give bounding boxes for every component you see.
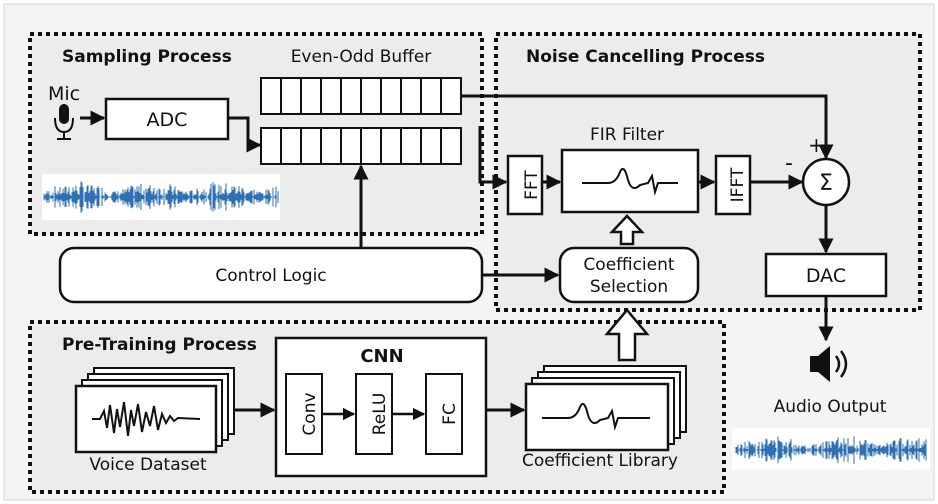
buffer-cell	[320, 127, 342, 165]
mic-waveform	[43, 181, 279, 213]
buffer-cell	[380, 77, 402, 115]
dac-box	[764, 252, 888, 298]
pretraining-title: Pre-Training Process	[62, 335, 257, 355]
buffer-cell	[260, 127, 282, 165]
ifft-label: IFFT	[728, 167, 748, 202]
fir-response-icon	[582, 167, 678, 196]
fft-box	[506, 154, 544, 216]
coefficient-library-label: Coefficient Library	[522, 451, 678, 471]
buffer-cell	[420, 77, 442, 115]
noise-cancelling-title: Noise Cancelling Process	[526, 47, 765, 67]
adc-box	[104, 97, 230, 141]
ifft-box	[714, 154, 752, 216]
cnn-label: CNN	[360, 346, 403, 367]
mic-label: Mic	[48, 83, 80, 105]
speaker-icon	[810, 346, 848, 382]
coefficient-selection-box	[558, 246, 700, 304]
buffer-cell	[340, 127, 362, 165]
waveform-trace	[43, 181, 279, 213]
buffer-cell	[440, 127, 462, 165]
coefficient-selection-label-2: Selection	[590, 277, 668, 297]
adc-to-buffer-arrow	[228, 116, 262, 153]
library-to-selection-hollow-arrow	[604, 308, 650, 362]
control-logic-label: Control Logic	[215, 266, 326, 286]
buffer-cell	[320, 77, 342, 115]
buffer-cell	[380, 127, 402, 165]
voice-dataset-label: Voice Dataset	[89, 455, 207, 475]
relu-label: ReLU	[370, 393, 390, 436]
buffer-cell	[280, 77, 302, 115]
buffer-cell	[400, 127, 422, 165]
buffer-cell	[300, 127, 322, 165]
coefficient-selection-label-1: Coefficient	[583, 255, 674, 275]
buffer-cell	[280, 127, 302, 165]
plus-sign: +	[808, 133, 825, 157]
buffer-label: Even-Odd Buffer	[291, 47, 432, 67]
relu-box	[355, 373, 393, 455]
buffer-cell	[420, 127, 442, 165]
conv-box	[285, 373, 323, 455]
minus-sign: -	[785, 151, 793, 176]
buffer-cell	[300, 77, 322, 115]
sum-symbol: Σ	[819, 171, 833, 196]
adc-label: ADC	[147, 109, 188, 131]
buffer-cell	[340, 77, 362, 115]
buffer-cell	[360, 77, 382, 115]
sampling-title: Sampling Process	[62, 47, 232, 67]
output-waveform	[735, 436, 927, 464]
buffer-to-fft-arrow	[478, 126, 508, 190]
buffer-cell	[440, 77, 462, 115]
even-buffer	[260, 77, 462, 115]
conv-label: Conv	[300, 392, 320, 435]
buffer-to-sum-arrow	[460, 94, 834, 160]
buffer-cell	[360, 127, 382, 165]
coefficient-library-stack	[524, 365, 687, 452]
buffer-cell	[400, 77, 422, 115]
coefficient-response-icon	[542, 402, 650, 431]
buffer-cell	[260, 77, 282, 115]
fft-label: FFT	[522, 170, 542, 200]
audio-output-label: Audio Output	[774, 397, 887, 417]
mic-icon	[54, 104, 74, 140]
waveform-trace	[735, 436, 927, 464]
coeff-to-fir-hollow-arrow	[609, 214, 645, 246]
fc-box	[425, 373, 463, 455]
voice-waveform-icon	[92, 401, 201, 437]
odd-buffer	[260, 127, 462, 165]
fc-label: FC	[440, 403, 460, 425]
fir-filter-box	[560, 148, 700, 214]
fir-label: FIR Filter	[590, 125, 664, 145]
dac-label: DAC	[806, 265, 846, 287]
